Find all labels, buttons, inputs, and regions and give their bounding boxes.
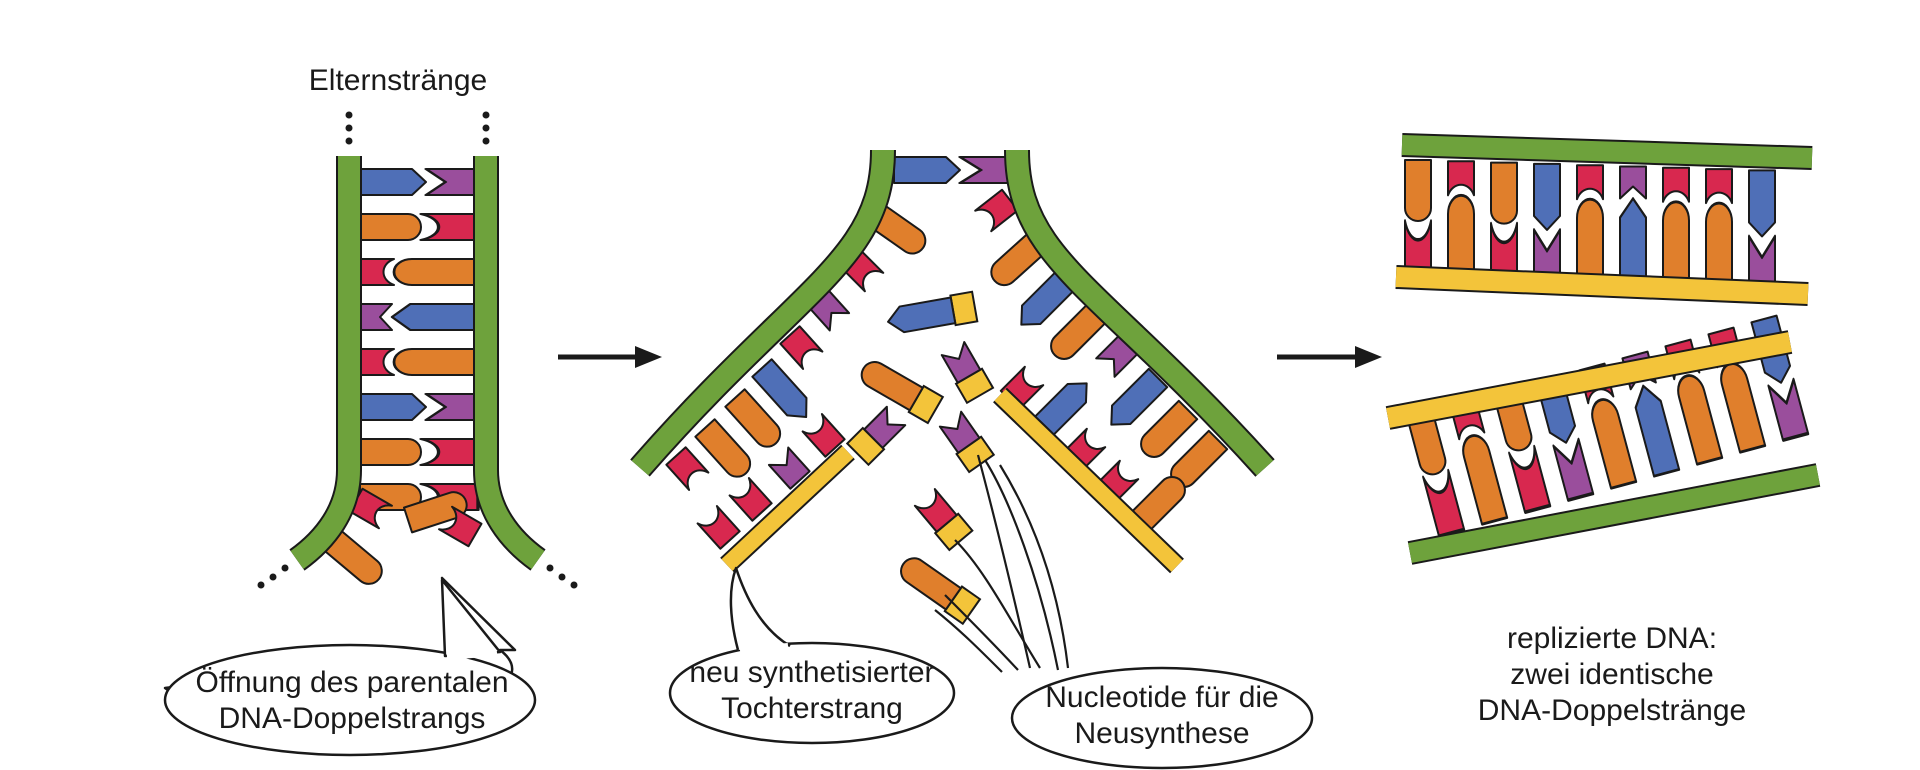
arrow-step-2 <box>1277 346 1382 368</box>
opening-label-line2: DNA-Doppelstrangs <box>219 702 486 735</box>
base-orange <box>724 388 782 448</box>
continuation-dot <box>257 581 265 589</box>
base-pair <box>1748 169 1776 295</box>
panel-replicated-dna <box>1404 159 1810 538</box>
continuation-dot <box>570 581 578 589</box>
base-pair <box>359 303 480 331</box>
base-pair <box>1449 398 1509 526</box>
base-red <box>348 487 393 530</box>
callout-nucleotides: Nucleotide für die Neusynthese <box>934 454 1314 770</box>
base-blue <box>751 358 808 419</box>
replicated-label-line2: zwei identische <box>1510 658 1713 691</box>
panel-fork-strands <box>630 149 1275 574</box>
panel-parental-strands <box>257 111 578 589</box>
free-nucleotide <box>940 341 995 405</box>
base-red <box>665 446 710 491</box>
base-purple <box>767 446 811 490</box>
base-orange <box>1140 399 1199 458</box>
base-red <box>696 505 741 550</box>
base-pair <box>1619 165 1647 290</box>
nucleotides-label-line1: Nucleotide für die <box>1045 681 1278 714</box>
panel-replicated-strands <box>1385 133 1821 565</box>
replicated-bottom-parent-strand <box>1408 465 1820 563</box>
panel-replication-fork <box>665 156 1229 550</box>
replicated-label-line1: replizierte DNA: <box>1507 622 1717 655</box>
fork-parent-strand-left <box>631 149 894 476</box>
base-red <box>779 325 824 370</box>
continuation-dot <box>482 137 490 145</box>
opening-label-line1: Öffnung des parentalen <box>195 666 508 699</box>
base-orange <box>322 529 383 585</box>
nucleotides-label-line2: Neusynthese <box>1074 717 1249 750</box>
replicated-top-parent-strand <box>1401 135 1813 168</box>
base-red <box>974 188 1020 233</box>
parent-strand-left <box>290 156 360 569</box>
free-nucleotide <box>938 410 996 474</box>
base-pair <box>1705 168 1733 293</box>
free-nucleotide <box>860 361 945 425</box>
base-pair <box>1406 410 1466 538</box>
replicated-bottom-new-strand <box>1386 332 1792 428</box>
parent-strands-label: Elternstränge <box>309 64 487 97</box>
base-pair <box>893 156 1018 184</box>
base-pair <box>359 438 480 466</box>
free-nucleotides <box>845 290 996 626</box>
base-pair <box>359 258 480 286</box>
nucleotide-base-red <box>913 488 958 533</box>
base-pair <box>359 393 480 421</box>
base-orange <box>694 418 752 478</box>
fork-daughter-strand-left <box>721 446 854 571</box>
base-pair <box>359 213 480 241</box>
parent-strand-right <box>475 156 545 569</box>
base-pair <box>1490 161 1518 287</box>
base-pair <box>359 348 480 376</box>
continuation-dot <box>281 564 289 572</box>
panel-parental-opening <box>322 168 483 585</box>
fork-parent-strand-right <box>1006 149 1274 476</box>
callout-opening: Öffnung des parentalen DNA-Doppelstrangs <box>163 576 537 757</box>
free-nucleotide <box>845 405 907 467</box>
free-nucleotide <box>913 488 974 552</box>
replicated-top-new-strand <box>1395 267 1809 304</box>
nucleotide-base-orange <box>860 361 924 412</box>
continuation-dot <box>558 573 566 581</box>
base-pair <box>1447 160 1475 285</box>
free-nucleotide <box>887 290 979 334</box>
base-pair <box>1576 164 1604 289</box>
base-red <box>728 477 773 522</box>
nucleotide-base-blue <box>887 296 957 334</box>
base-pair <box>1404 159 1432 284</box>
base-pair <box>1533 162 1561 288</box>
continuation-dot <box>345 124 353 132</box>
continuation-dot <box>546 564 554 572</box>
fork-daughter-strand-right <box>994 389 1183 572</box>
continuation-dot <box>482 124 490 132</box>
nucleotide-base-purple <box>938 410 981 454</box>
continuation-dot <box>482 111 490 119</box>
base-orange <box>1050 301 1109 360</box>
base-blue <box>1110 367 1169 426</box>
arrow-step-1 <box>558 346 662 368</box>
base-red <box>438 505 483 548</box>
replicated-label-line3: DNA-Doppelstränge <box>1478 694 1746 727</box>
continuation-dot <box>345 137 353 145</box>
base-pair <box>359 168 480 196</box>
daughter-label-line1: neu synthetisierter <box>689 656 934 689</box>
base-pair <box>1662 166 1690 292</box>
continuation-dot <box>269 573 277 581</box>
daughter-label-line2: Tochterstrang <box>721 692 903 725</box>
callout-daughter-strand: neu synthetisierter Tochterstrang <box>668 566 956 745</box>
nucleotide-base-purple <box>863 405 907 449</box>
nucleotide-base-purple <box>940 341 982 384</box>
continuation-dot <box>345 111 353 119</box>
base-red <box>801 413 846 458</box>
